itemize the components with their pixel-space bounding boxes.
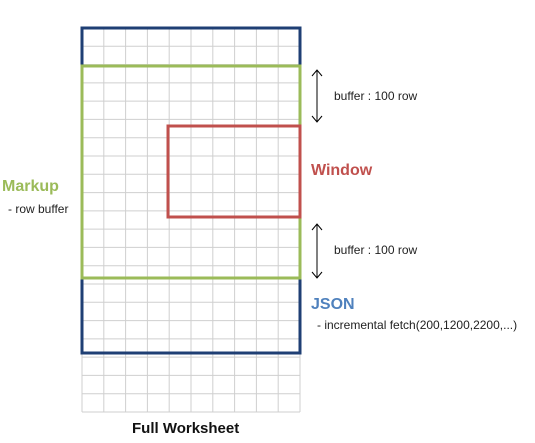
window-label: Window — [311, 162, 373, 179]
json-sublabel: - incremental fetch(200,1200,2200,...) — [317, 318, 518, 332]
buffer-bottom-label: buffer : 100 row — [334, 243, 418, 257]
markup-sublabel: - row buffer — [8, 202, 69, 216]
diagram-title: Full Worksheet — [132, 420, 240, 437]
buffer-top-label: buffer : 100 row — [334, 89, 418, 103]
window-region-box — [166, 124, 302, 219]
buffer-top-arrow — [311, 69, 323, 123]
buffer-bottom-arrow — [311, 223, 323, 279]
markup-label: Markup — [2, 178, 59, 195]
json-label: JSON — [311, 296, 355, 313]
